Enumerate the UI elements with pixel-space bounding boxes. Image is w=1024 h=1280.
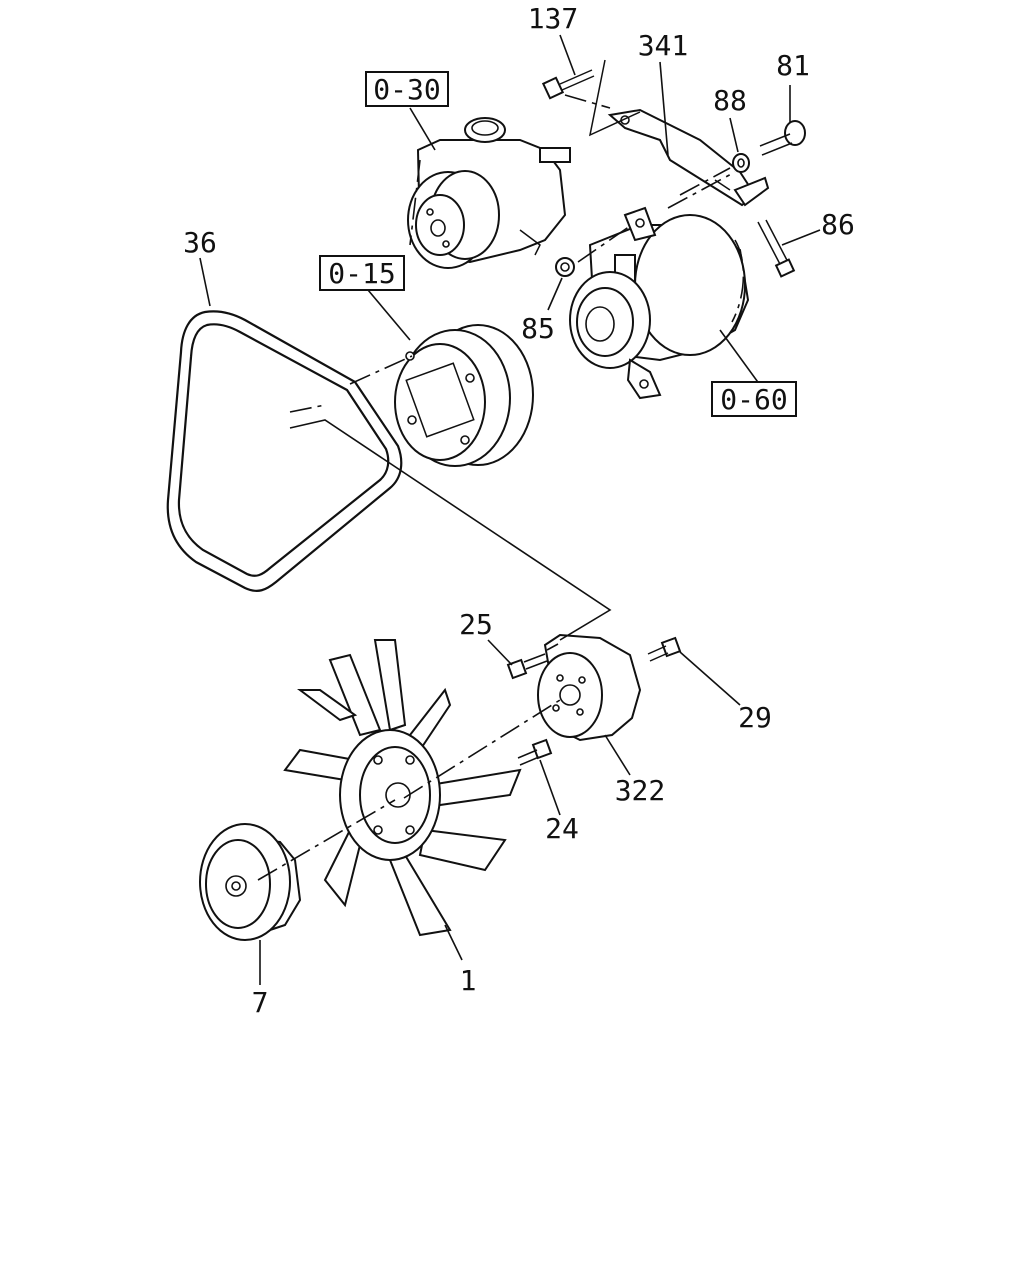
callout-137: 137 xyxy=(528,2,579,35)
bolt-86 xyxy=(757,219,796,278)
callout-81: 81 xyxy=(776,49,810,82)
alternator xyxy=(569,206,750,400)
reference-box-0-60: 0-60 xyxy=(711,381,797,417)
drive-belt xyxy=(166,310,403,592)
bolt-29 xyxy=(647,636,682,662)
bolt-24 xyxy=(517,738,553,766)
fan-pulley-322 xyxy=(537,633,642,742)
cooling-fan xyxy=(283,639,522,937)
callout-341: 341 xyxy=(638,29,689,62)
callout-1: 1 xyxy=(460,964,477,997)
bolt-81 xyxy=(759,120,806,156)
callout-85: 85 xyxy=(521,312,555,345)
callout-88: 88 xyxy=(713,84,747,117)
ref-label-0-60: 0-60 xyxy=(720,383,787,416)
assembly-lines xyxy=(257,59,745,881)
ref-label-0-15: 0-15 xyxy=(328,257,395,290)
reference-box-0-15: 0-15 xyxy=(319,255,405,291)
callout-25: 25 xyxy=(459,608,493,641)
callout-7: 7 xyxy=(252,986,269,1019)
water-pump-pulley xyxy=(394,324,534,467)
callout-29: 29 xyxy=(738,701,772,734)
callout-36: 36 xyxy=(183,226,217,259)
callout-322: 322 xyxy=(615,774,666,807)
power-steering-pump xyxy=(407,117,571,269)
callout-86: 86 xyxy=(821,208,855,241)
bolt-137 xyxy=(541,69,595,100)
reference-box-0-30: 0-30 xyxy=(365,71,449,107)
fan-clutch xyxy=(199,823,302,941)
callout-24: 24 xyxy=(545,812,579,845)
ref-label-0-30: 0-30 xyxy=(373,73,440,106)
leader-lines xyxy=(199,34,821,985)
nut-85 xyxy=(555,257,575,277)
bolt-25 xyxy=(506,653,548,680)
washer-88-hole xyxy=(737,158,745,168)
